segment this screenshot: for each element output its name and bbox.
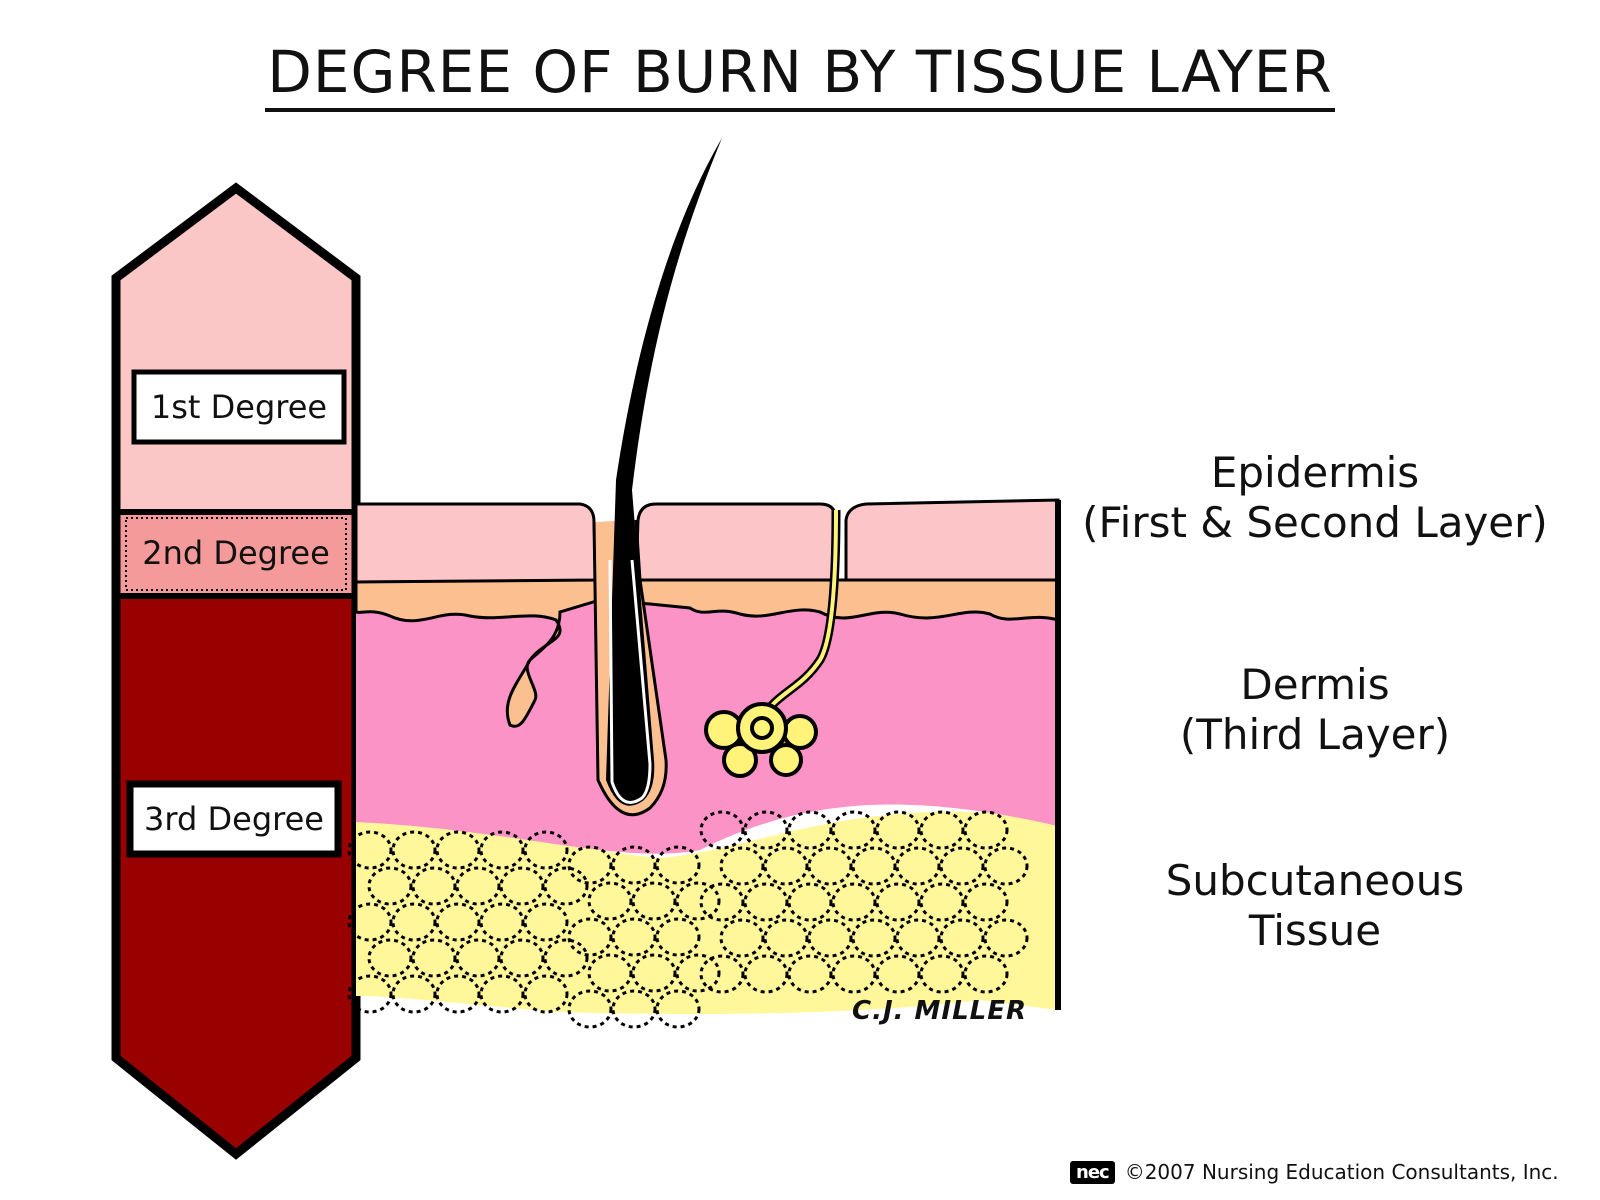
fat-cell	[587, 953, 633, 993]
fat-cell	[391, 830, 437, 870]
fat-cell	[655, 917, 701, 957]
fat-cell	[479, 830, 525, 870]
fat-cell	[435, 902, 481, 942]
fat-cell	[479, 974, 525, 1014]
fat-cell	[435, 830, 481, 870]
fat-cell	[919, 810, 965, 850]
first-degree-zone	[116, 188, 356, 512]
fat-cell	[851, 846, 897, 886]
first-degree-label-box	[131, 369, 347, 445]
fat-cell	[699, 882, 745, 922]
fat-cell	[831, 954, 877, 994]
fat-cell	[675, 953, 721, 993]
fat-cell	[983, 846, 1029, 886]
artist-signature: C.J. MILLER	[852, 996, 1028, 1026]
fat-cell	[919, 954, 965, 994]
first-degree-label: 1st Degree	[150, 388, 328, 426]
fat-cells	[347, 810, 1029, 1029]
fat-cell	[411, 938, 457, 978]
fat-cell	[499, 866, 545, 906]
fat-cell	[411, 866, 457, 906]
second-degree-label: 2nd Degree	[142, 534, 330, 572]
fat-cell	[543, 866, 589, 906]
label-subcutaneous: Subcutaneous Tissue	[1165, 856, 1465, 955]
fat-cell	[831, 810, 877, 850]
second-degree-zone	[116, 512, 356, 596]
fat-cell	[543, 938, 589, 978]
fat-cell	[895, 846, 941, 886]
skin-section	[347, 138, 1061, 1029]
fat-cell	[587, 881, 633, 921]
fat-cell	[699, 954, 745, 994]
fat-cell	[939, 846, 985, 886]
fat-cell	[611, 989, 657, 1029]
fat-cell	[435, 974, 481, 1014]
fat-cell	[787, 882, 833, 922]
fat-cell	[919, 882, 965, 922]
fat-cell	[455, 866, 501, 906]
diagram-title: DEGREE OF BURN BY TISSUE LAYER	[0, 38, 1600, 112]
fat-cell	[807, 918, 853, 958]
fat-cell	[567, 989, 613, 1029]
fat-cell	[963, 882, 1009, 922]
footer: nec ©2007 Nursing Education Consultants,…	[1070, 1160, 1559, 1184]
fat-cell	[347, 830, 393, 870]
fat-cell	[655, 989, 701, 1029]
fat-cell	[763, 846, 809, 886]
degree-bar	[111, 182, 361, 1160]
third-degree-label-box	[126, 780, 342, 858]
label-dermis: Dermis (Third Layer)	[1179, 660, 1451, 759]
sweat-gland	[704, 702, 818, 778]
fat-cell	[391, 974, 437, 1014]
fat-cell	[963, 954, 1009, 994]
fat-cell	[611, 917, 657, 957]
hair-shaft	[606, 138, 722, 806]
fat-cell	[787, 810, 833, 850]
fat-cell	[699, 810, 745, 850]
fat-cell	[523, 974, 569, 1014]
copyright-text: ©2007 Nursing Education Consultants, Inc…	[1124, 1160, 1559, 1184]
fat-cell	[367, 866, 413, 906]
fat-cell	[787, 954, 833, 994]
fat-cell	[347, 902, 393, 942]
fat-cell	[567, 917, 613, 957]
fat-cell	[455, 938, 501, 978]
fat-cell	[719, 918, 765, 958]
fat-cell	[875, 810, 921, 850]
fat-cell	[743, 810, 789, 850]
basal-layer	[354, 578, 1060, 728]
fat-cell	[763, 918, 809, 958]
fat-cell	[807, 846, 853, 886]
fat-cell	[875, 882, 921, 922]
fat-cell	[391, 902, 437, 942]
epidermis-layer	[354, 502, 598, 584]
fat-cell	[851, 918, 897, 958]
fat-cell	[567, 845, 613, 885]
fat-cell	[523, 830, 569, 870]
fat-cell	[347, 974, 393, 1014]
fat-cell	[963, 810, 1009, 850]
fat-cell	[743, 882, 789, 922]
fat-cell	[611, 845, 657, 885]
fat-cell	[367, 938, 413, 978]
third-degree-zone	[116, 596, 356, 1154]
fat-cell	[655, 845, 701, 885]
third-degree-label: 3rd Degree	[144, 800, 324, 838]
fat-cell	[479, 902, 525, 942]
nec-logo-icon: nec	[1070, 1160, 1115, 1184]
fat-cell	[719, 846, 765, 886]
fat-cell	[743, 954, 789, 994]
fat-cell	[939, 918, 985, 958]
fat-cell	[675, 881, 721, 921]
fat-cell	[895, 918, 941, 958]
fat-cell	[983, 918, 1029, 958]
fat-cell	[875, 954, 921, 994]
label-epidermis: Epidermis (First & Second Layer)	[1082, 448, 1548, 547]
fat-cell	[831, 882, 877, 922]
fat-cell	[523, 902, 569, 942]
fat-cell	[631, 953, 677, 993]
fat-cell	[631, 881, 677, 921]
fat-cell	[499, 938, 545, 978]
